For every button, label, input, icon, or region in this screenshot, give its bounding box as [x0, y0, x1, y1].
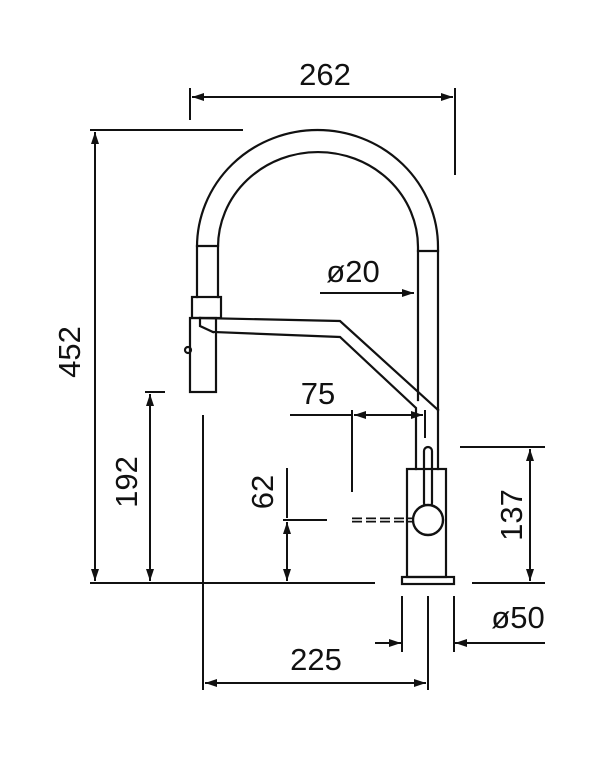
spout-arm-top: [198, 316, 440, 412]
dimension-137: 137: [460, 446, 545, 581]
dimension-label-225: 225: [290, 642, 342, 677]
dimension-75: 75: [290, 376, 426, 492]
dimension-192: 192: [109, 391, 165, 581]
handle-lever: [422, 445, 434, 509]
dimension-452: 452: [52, 129, 243, 581]
spray-button: [183, 345, 193, 355]
dimension-225: 225: [202, 415, 426, 690]
dimension-diameter-20: ø20: [320, 254, 414, 297]
spout-clip: [198, 316, 215, 334]
dimension-label-137: 137: [494, 489, 529, 541]
dimension-262: 262: [189, 57, 456, 175]
dimension-62: 62: [245, 468, 327, 581]
dimension-label-192: 192: [109, 456, 144, 508]
spray-collar: [190, 295, 223, 320]
faucet-outline: [183, 128, 456, 586]
dimension-label-d20: ø20: [326, 254, 379, 289]
dimension-label-75: 75: [301, 376, 335, 411]
faucet-base: [400, 575, 456, 586]
hose-arch-inner: [216, 150, 420, 402]
dimension-label-d50: ø50: [491, 600, 544, 635]
hose-arch-outer: [195, 128, 440, 412]
dimension-label-262: 262: [299, 57, 351, 92]
spout-arm-bottom: [211, 330, 418, 471]
dimension-label-452: 452: [52, 326, 87, 378]
dimension-diameter-50: ø50: [375, 596, 545, 690]
spray-head: [188, 316, 218, 394]
dimension-label-62: 62: [245, 475, 280, 509]
handle-knob: [411, 503, 445, 537]
